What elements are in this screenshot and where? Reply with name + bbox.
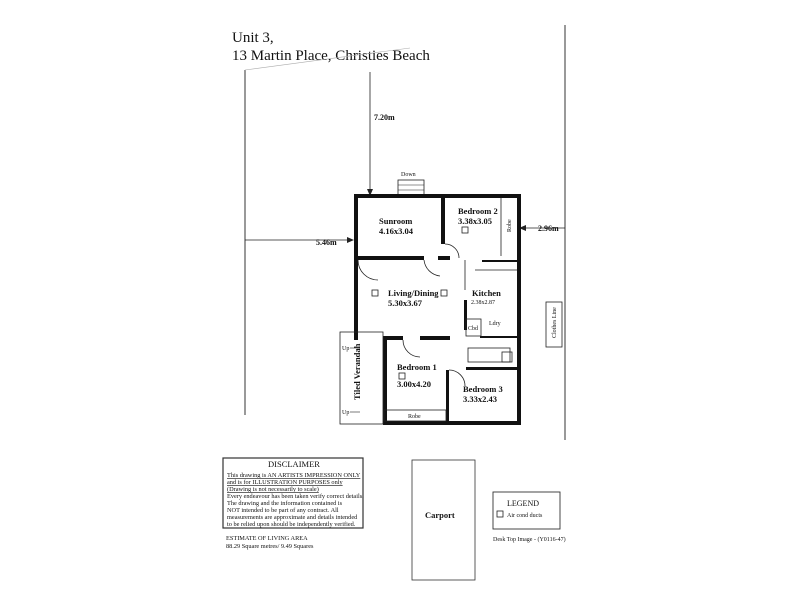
- svg-text:2.38x2.87: 2.38x2.87: [471, 300, 495, 306]
- cupboard-label: Cbd: [468, 326, 478, 332]
- svg-text:Sunroom: Sunroom: [379, 216, 412, 226]
- svg-text:Air cond ducts: Air cond ducts: [507, 513, 543, 519]
- room-living-dining: Living/Dining 5.30x3.67: [371, 288, 448, 308]
- robe-label: Robe: [408, 414, 421, 420]
- legend-box: LEGEND Air cond ducts: [492, 491, 561, 530]
- living-area-heading: ESTIMATE OF LIVING AREA: [226, 535, 308, 542]
- air-cond-duct-icon: [371, 289, 379, 297]
- tiled-verandah: Up Up Tiled Verandah: [339, 331, 384, 425]
- verandah-label: Tiled Verandah: [352, 343, 362, 400]
- dimension-rear: 7.20m: [367, 72, 395, 196]
- svg-text:5.30x3.67: 5.30x3.67: [388, 298, 423, 308]
- dimension-side-left: 5.46m: [245, 237, 354, 247]
- house-walls: [354, 194, 521, 425]
- svg-text:LEGEND: LEGEND: [507, 499, 539, 508]
- dimension-label: 5.46m: [316, 238, 337, 247]
- svg-text:This drawing is AN ARTISTS IMP: This drawing is AN ARTISTS IMPRESSION ON…: [227, 472, 361, 479]
- dimension-label: 7.20m: [374, 113, 395, 122]
- living-area-value: 88.29 Square metres/ 9.49 Squares: [226, 543, 314, 550]
- svg-text:Bedroom 1: Bedroom 1: [397, 362, 437, 372]
- svg-text:Bedroom 3: Bedroom 3: [463, 384, 503, 394]
- steps-down-label: Down: [401, 172, 416, 178]
- up-label: Up: [342, 410, 349, 416]
- room-bedroom3: Bedroom 3 3.33x2.43: [463, 384, 503, 404]
- svg-text:3.00x4.20: 3.00x4.20: [397, 379, 431, 389]
- svg-text:Every endeavour has been taken: Every endeavour has been taken verify co…: [227, 493, 364, 500]
- svg-text:and is for ILLUSTRATION PURPOS: and is for ILLUSTRATION PURPOSES only: [227, 479, 343, 486]
- room-sunroom: Sunroom 4.16x3.04: [379, 216, 414, 236]
- svg-text:4.16x3.04: 4.16x3.04: [379, 226, 414, 236]
- property-boundary: [244, 25, 566, 440]
- rear-steps: Down: [397, 172, 425, 197]
- room-kitchen: Kitchen 2.38x2.87: [471, 288, 501, 306]
- svg-text:to be relied upon should be in: to be relied upon should be independentl…: [227, 521, 356, 528]
- svg-text:3.38x3.05: 3.38x3.05: [458, 216, 492, 226]
- svg-text:Bedroom 2: Bedroom 2: [458, 206, 498, 216]
- laundry-label: Ldry: [489, 321, 501, 327]
- clothes-line: Clothes Line: [545, 301, 563, 348]
- svg-text:NOT intended to be part of any: NOT intended to be part of any contract.…: [227, 507, 339, 514]
- robe-label: Robe: [507, 219, 513, 232]
- up-label: Up: [342, 346, 349, 352]
- air-cond-duct-icon: [461, 226, 469, 234]
- svg-text:Clothes Line: Clothes Line: [552, 307, 558, 338]
- air-cond-duct-icon: [496, 510, 504, 518]
- footer-ref: Desk Top Image - (Y0116-47): [493, 536, 566, 543]
- air-cond-duct-icon: [440, 289, 448, 297]
- svg-text:The drawing and the informatio: The drawing and the information containe…: [227, 500, 343, 507]
- svg-text:Living/Dining: Living/Dining: [388, 288, 439, 298]
- svg-text:measurements are approximate a: measurements are approximate and details…: [227, 514, 358, 521]
- disclaimer-box: DISCLAIMER This drawing is AN ARTISTS IM…: [222, 457, 364, 529]
- title-line-1: Unit 3,: [232, 30, 274, 46]
- room-bedroom2: Bedroom 2 3.38x3.05 Robe: [458, 206, 513, 234]
- svg-text:(Drawing is not necessarily to: (Drawing is not necessarily to scale): [227, 486, 319, 493]
- interior-lines: [357, 198, 517, 422]
- title-line-2: 13 Martin Place, Christies Beach: [232, 48, 430, 64]
- air-cond-duct-icon: [398, 372, 406, 380]
- svg-text:3.33x2.43: 3.33x2.43: [463, 394, 497, 404]
- svg-text:DISCLAIMER: DISCLAIMER: [268, 459, 320, 469]
- svg-text:Kitchen: Kitchen: [472, 288, 501, 298]
- svg-text:Carport: Carport: [425, 510, 455, 520]
- dimension-label: 2.96m: [538, 224, 559, 233]
- carport: Carport: [411, 459, 476, 581]
- dimension-side-right: 2.96m: [519, 224, 565, 233]
- room-bedroom1: Bedroom 1 3.00x4.20 Robe: [397, 362, 437, 420]
